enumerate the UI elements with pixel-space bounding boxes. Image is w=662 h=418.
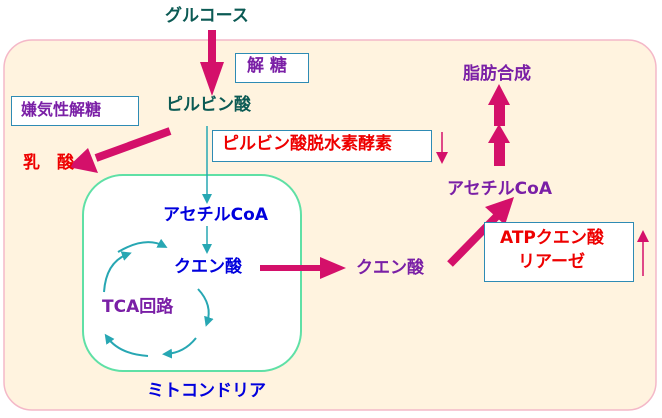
pyruvate-to-acetylcoa-arrow xyxy=(202,126,212,204)
pdh-label: ピルビン酸脱水素酵素 xyxy=(222,134,392,154)
fatty-acid-synthesis-label: 脂肪合成 xyxy=(463,64,531,84)
glucose-label: グルコース xyxy=(165,6,249,26)
pdh-box xyxy=(212,130,432,162)
pyruvate-to-lactate-arrow xyxy=(68,127,172,173)
acl-increase-arrow xyxy=(637,230,649,276)
anaerobic-glycolysis-box xyxy=(11,96,139,126)
glycolysis-label: 解 糖 xyxy=(247,56,287,76)
glucose-to-pyruvate-arrow xyxy=(200,30,224,96)
citrate-mito-label: クエン酸 xyxy=(174,257,242,277)
citrate-export-arrow xyxy=(260,257,346,279)
citrate-cyto-label: クエン酸 xyxy=(356,258,424,278)
tca-cycle-label: TCA回路 xyxy=(102,297,174,317)
glycolysis-box xyxy=(235,53,309,83)
tca-cycle-arrows xyxy=(103,238,214,359)
acl-box xyxy=(484,222,634,282)
anaerobic-glycolysis-label: 嫌気性解糖 xyxy=(21,100,102,119)
mitochondria-compartment xyxy=(82,174,302,372)
mitochondria-label: ミトコンドリア xyxy=(147,381,266,401)
acl-label-line1: ATPクエン酸 xyxy=(500,228,604,248)
pyruvate-label: ピルビン酸 xyxy=(166,95,251,115)
pdh-decrease-arrow xyxy=(436,132,448,164)
acetylcoa-to-fatty-acid-arrow xyxy=(488,84,510,166)
acl-label-line2: リアーゼ xyxy=(518,252,585,272)
acetylcoa-cyto-label: アセチルCoA xyxy=(447,179,552,199)
acetylcoa-to-citrate-arrow xyxy=(202,226,212,254)
lactate-label: 乳 酸 xyxy=(23,153,74,173)
acetylcoa-mito-label: アセチルCoA xyxy=(163,205,268,225)
